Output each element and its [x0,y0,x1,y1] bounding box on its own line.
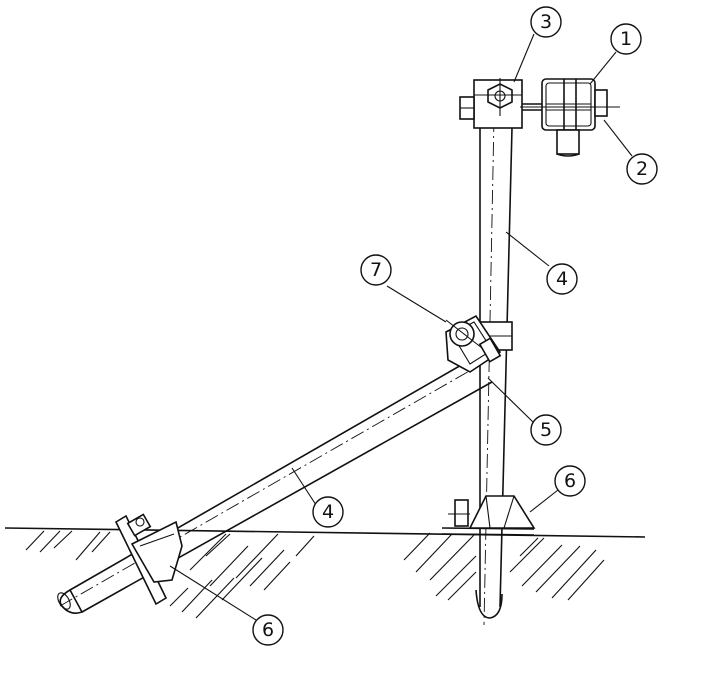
callout-3: 3 [530,6,562,38]
leader-lines [169,33,633,621]
diagonal-brace [57,359,493,614]
vertical-post [475,117,513,626]
svg-text:6: 6 [564,470,576,492]
callout-6-brace: 6 [252,614,284,646]
callout-4-post: 4 [546,263,578,295]
svg-text:6: 6 [262,619,274,641]
brace-base-plate [114,513,183,606]
ground-hatch-left [25,530,315,619]
ground [4,527,646,619]
svg-text:4: 4 [556,268,568,290]
post-base-plate [441,495,536,536]
svg-text:5: 5 [540,419,552,441]
svg-text:1: 1 [620,28,632,50]
svg-text:7: 7 [370,259,382,281]
ground-hatch-right [403,532,605,601]
svg-text:3: 3 [540,11,552,33]
top-clamp-block [459,78,523,129]
callout-1: 1 [610,23,642,55]
brace-pivot-clamp [445,314,502,373]
callout-6-post: 6 [554,465,586,497]
svg-text:2: 2 [636,158,648,180]
callout-4-brace: 4 [312,496,344,528]
ground-line [4,527,646,538]
callout-5: 5 [530,414,562,446]
callout-2: 2 [626,153,658,185]
bracket-clamp [520,78,620,157]
svg-text:4: 4 [322,501,334,523]
callout-7: 7 [360,254,392,286]
